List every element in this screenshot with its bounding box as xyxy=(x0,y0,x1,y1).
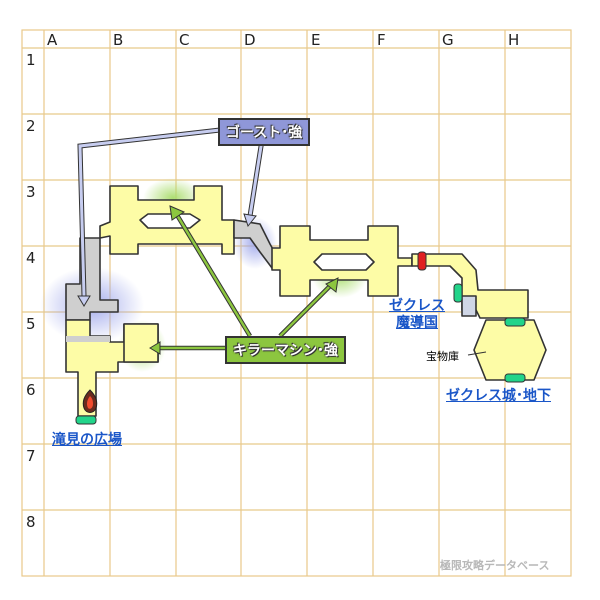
treasure-leader-line xyxy=(467,351,487,356)
column-label-c: C xyxy=(179,31,190,49)
treasure-room-label: 宝物庫 xyxy=(426,350,459,363)
column-label-d: D xyxy=(244,31,256,49)
row-label-6: 6 xyxy=(26,381,36,399)
row-label-7: 7 xyxy=(26,447,36,465)
dungeon-floor xyxy=(65,185,547,417)
row-label-4: 4 xyxy=(26,249,36,267)
exit-marker[interactable] xyxy=(75,415,97,425)
column-label-h: H xyxy=(508,31,520,49)
zekres-castle-underground-link[interactable]: ゼクレス城･地下 xyxy=(446,388,551,404)
exit-marker[interactable] xyxy=(504,317,526,327)
row-label-2: 2 xyxy=(26,117,36,135)
zekres-kingdom-line2: 魔導国 xyxy=(396,315,438,331)
row-label-8: 8 xyxy=(26,513,36,531)
zekres-kingdom-link[interactable]: ゼクレス 魔導国 xyxy=(389,298,445,332)
exit-marker[interactable] xyxy=(504,373,526,383)
row-label-3: 3 xyxy=(26,183,36,201)
killer-machine-strong-label: キラーマシン･強 xyxy=(225,336,346,364)
flame-icon xyxy=(82,389,98,413)
column-label-f: F xyxy=(377,31,386,49)
door-marker xyxy=(417,251,427,271)
killer-arrows xyxy=(149,205,339,355)
ghost-arrows xyxy=(77,127,265,307)
row-label-1: 1 xyxy=(26,51,36,69)
waterfall-plaza-link[interactable]: 滝見の広場 xyxy=(52,432,122,448)
column-label-g: G xyxy=(442,31,454,49)
column-label-e: E xyxy=(311,31,321,49)
ghost-strong-label: ゴースト･強 xyxy=(218,118,311,146)
column-label-b: B xyxy=(113,31,124,49)
credit-text: 極限攻略データベース xyxy=(440,559,550,572)
zekres-kingdom-line1: ゼクレス xyxy=(389,298,445,314)
row-label-5: 5 xyxy=(26,315,36,333)
exit-marker[interactable] xyxy=(453,283,463,303)
column-label-a: A xyxy=(47,31,58,49)
